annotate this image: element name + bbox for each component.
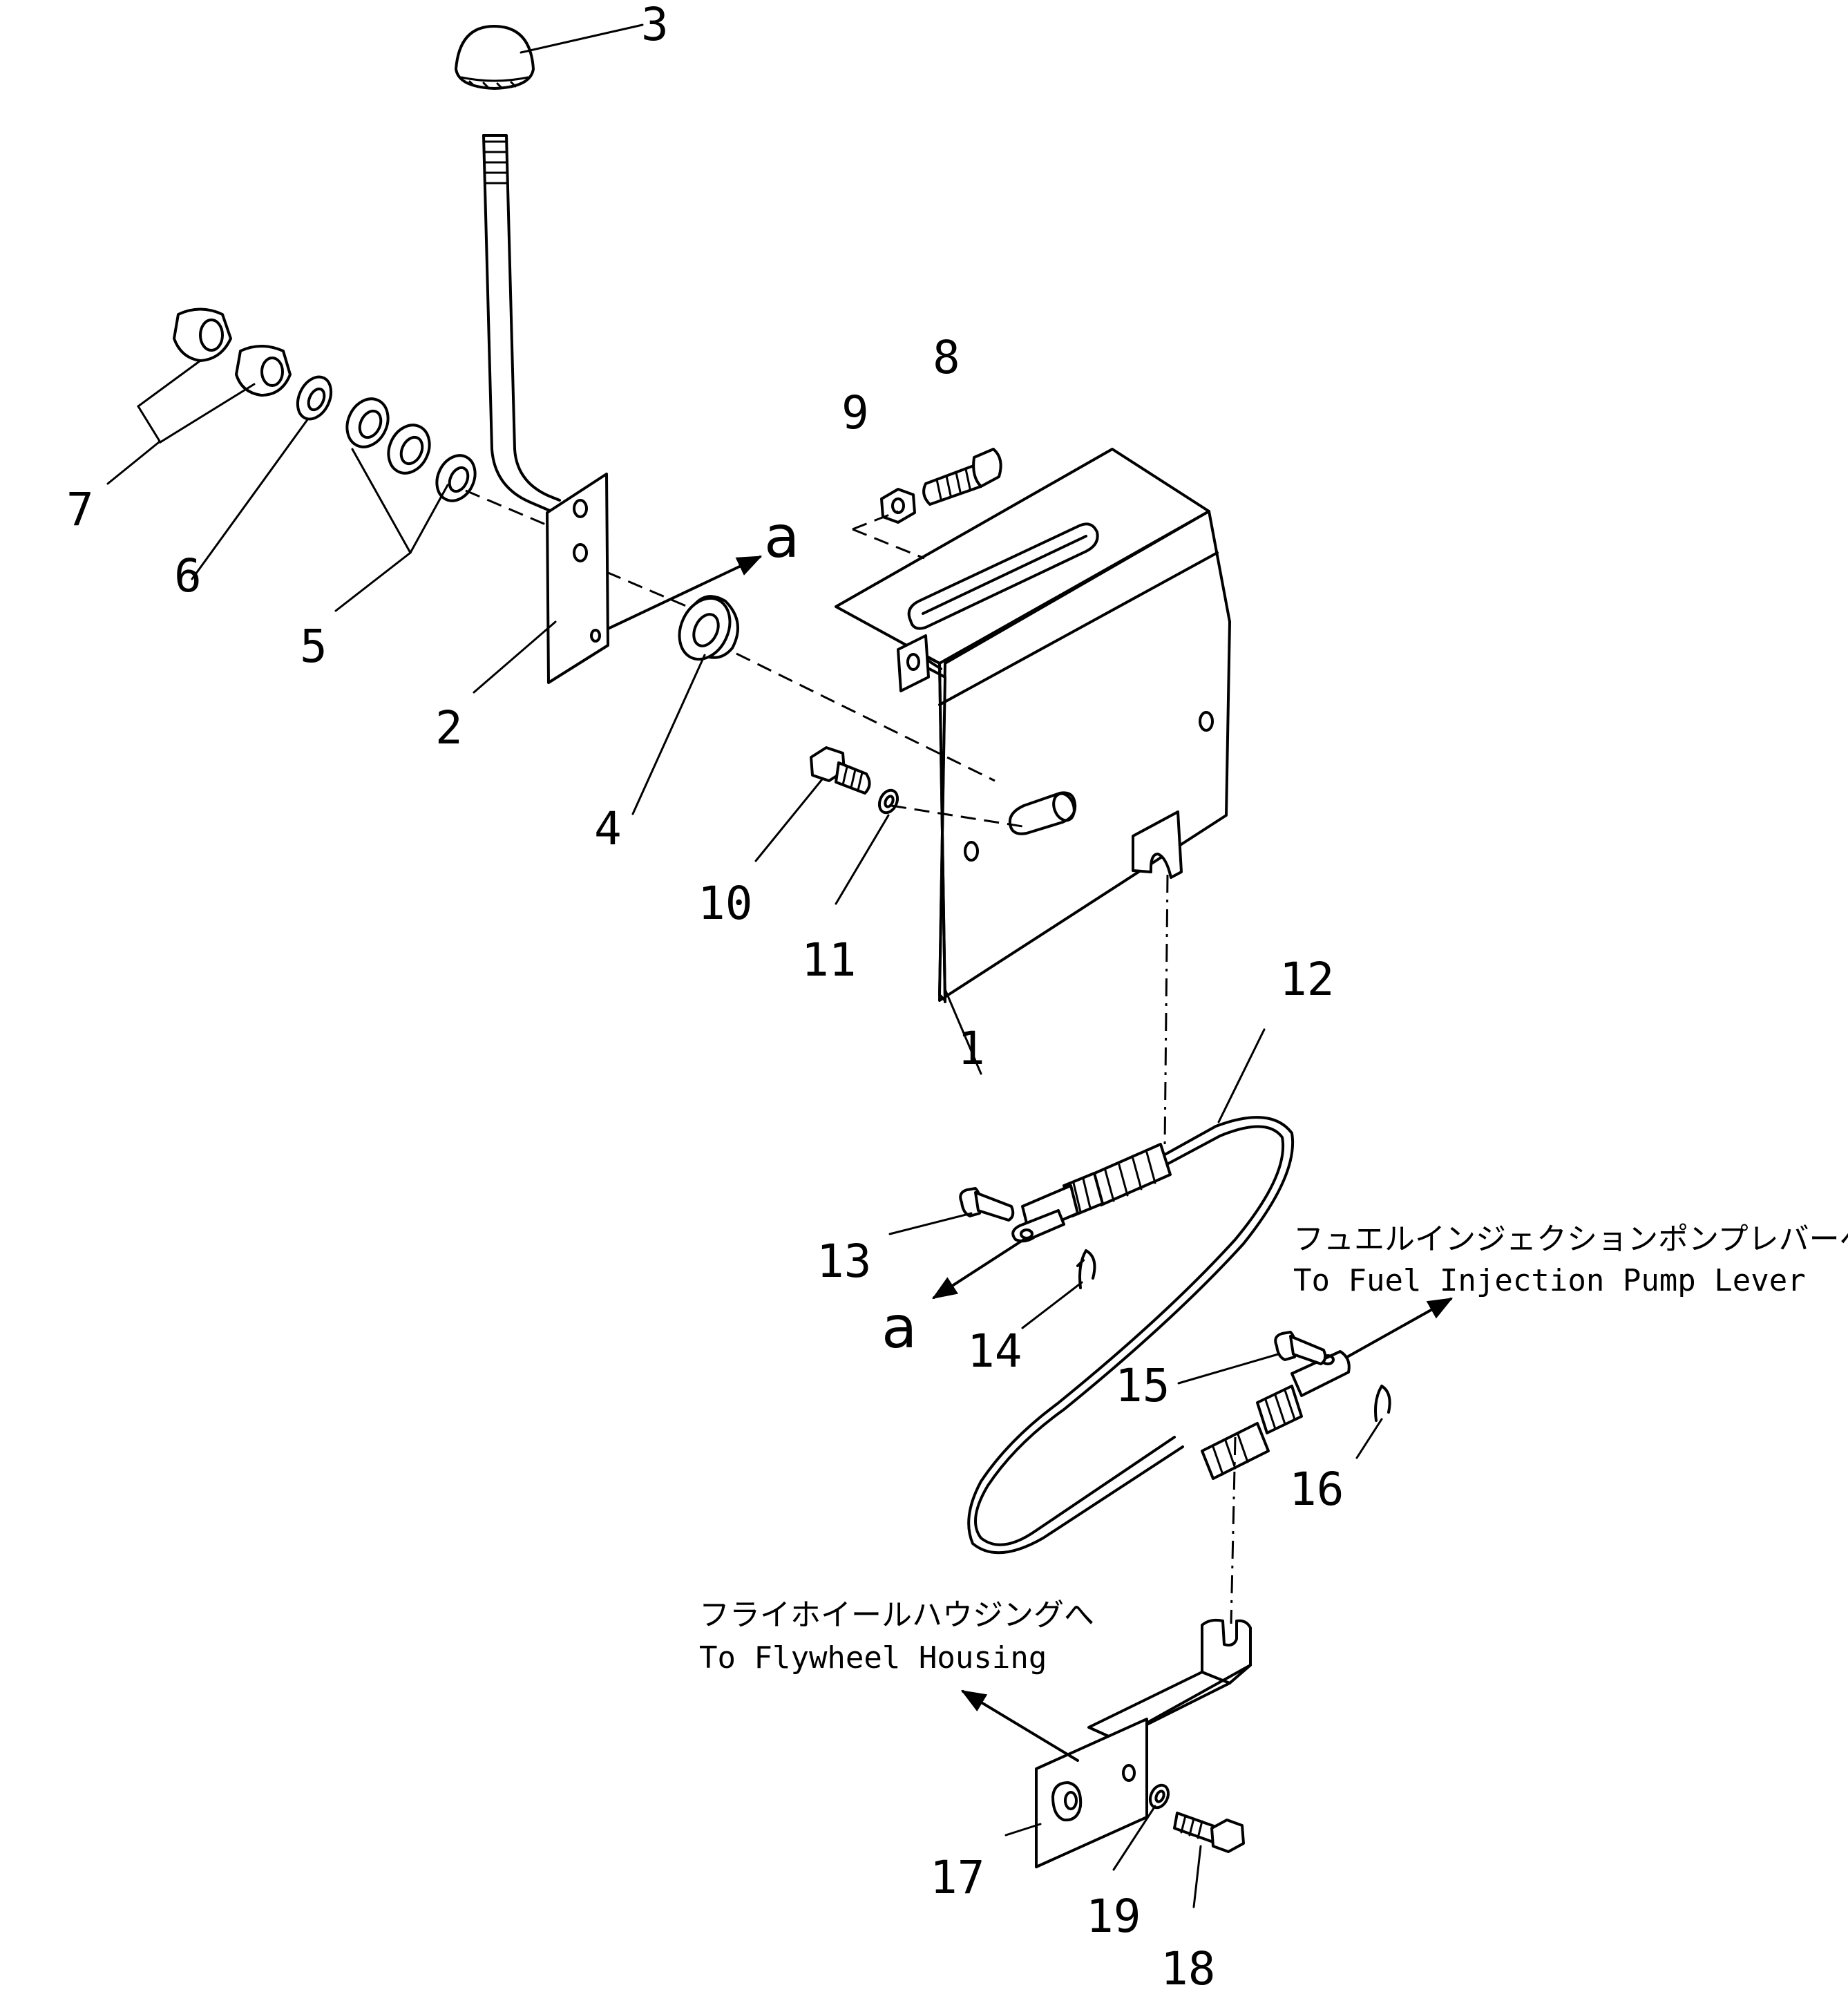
washer-6-part (296, 375, 333, 421)
label-3: 3 (641, 0, 669, 51)
label-8: 8 (933, 331, 960, 384)
direction-arrows (607, 556, 1454, 1762)
label-6: 6 (174, 549, 202, 602)
label-14: 14 (967, 1325, 1022, 1378)
lever-part (482, 134, 609, 684)
bushing-part (678, 595, 739, 661)
assembly-lines (465, 489, 1237, 1624)
reference-letters: a a (764, 503, 917, 1361)
bolt-8-part (922, 448, 1002, 506)
pin-13-part (959, 1187, 1015, 1222)
label-2: 2 (435, 701, 463, 754)
label-4: 4 (594, 802, 622, 855)
label-7: 7 (66, 483, 94, 536)
label-19: 19 (1086, 1890, 1141, 1943)
washer-11-part (877, 788, 899, 815)
clip-16-part (1374, 1385, 1391, 1422)
bracket-part (835, 448, 1231, 1003)
note-flywheel-jp: フライホイールハウジングへ (699, 1597, 1094, 1633)
note-fuel-pump-jp: フュエルインジェクションポンプレバーへ (1293, 1222, 1848, 1257)
ref-letter-lower: a (882, 1293, 917, 1361)
label-18: 18 (1161, 1942, 1215, 1995)
nuts-part (173, 307, 292, 397)
washers-5-part (345, 397, 477, 502)
label-16: 16 (1289, 1463, 1344, 1516)
label-1: 1 (958, 1022, 985, 1075)
leader-lines (106, 23, 1383, 1908)
label-9: 9 (841, 386, 869, 439)
cable-part (967, 1116, 1351, 1555)
bolt-10-part (810, 746, 871, 795)
note-fuel-pump-en: To Fuel Injection Pump Lever (1293, 1263, 1806, 1298)
washer-19-part (1148, 1783, 1170, 1810)
part-labels: 3 7 6 5 2 4 9 8 10 11 1 12 13 14 15 16 1… (66, 0, 1344, 1995)
label-10: 10 (698, 877, 752, 930)
pin-15-part (1274, 1331, 1327, 1365)
ref-letter-upper: a (764, 503, 799, 571)
label-15: 15 (1115, 1359, 1170, 1412)
label-11: 11 (801, 933, 856, 987)
label-13: 13 (817, 1235, 871, 1288)
bolt-18-part (1173, 1812, 1245, 1853)
bracket-17-part (1035, 1618, 1252, 1868)
nut-9-part (880, 488, 916, 524)
note-flywheel-en: To Flywheel Housing (699, 1640, 1047, 1676)
label-17: 17 (930, 1851, 984, 1904)
label-5: 5 (300, 620, 327, 673)
label-12: 12 (1279, 953, 1334, 1006)
knob-part (455, 25, 535, 90)
notes: フュエルインジェクションポンプレバーへ To Fuel Injection Pu… (699, 1222, 1848, 1676)
